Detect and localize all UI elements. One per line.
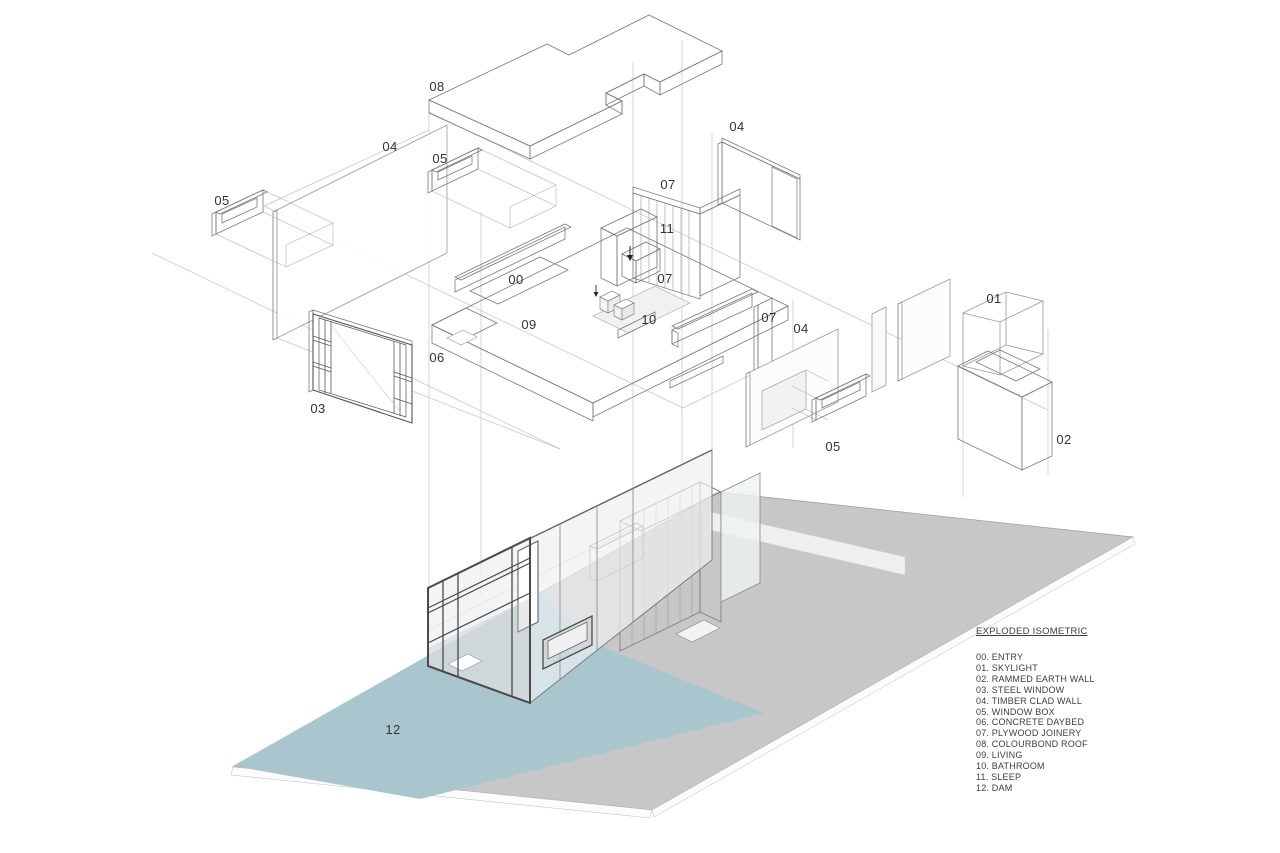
part-label-01-14: 01	[986, 291, 1001, 306]
window-box-05-right	[791, 373, 871, 423]
flow-arrow-icon	[593, 246, 633, 297]
assembled-house	[427, 449, 761, 705]
site-ground	[230, 491, 1136, 819]
timber-wall-04-upper-right	[717, 137, 801, 241]
timber-wall-04-left	[272, 124, 448, 341]
legend-item-03: 03. STEEL WINDOW	[976, 684, 1065, 695]
legend-item-02: 02. RAMMED EARTH WALL	[976, 673, 1095, 684]
part-label-02-17: 02	[1056, 432, 1071, 447]
legend-item-00: 00. ENTRY	[976, 652, 1024, 662]
plywood-bench-07	[669, 288, 759, 389]
part-label-04-5: 04	[729, 119, 744, 134]
legend-item-06: 06. CONCRETE DAYBED	[976, 717, 1085, 728]
part-label-12-18: 12	[385, 722, 400, 737]
house-glass-wall	[427, 449, 713, 704]
bathroom-10	[592, 241, 691, 339]
door-leaf	[771, 166, 798, 239]
part-label-10-10: 10	[641, 312, 656, 327]
legend-item-08: 08. COLOURBOND ROOF	[976, 739, 1088, 750]
window-box-05-upper	[427, 147, 557, 229]
part-label-06-11: 06	[429, 350, 444, 365]
part-label-03-15: 03	[310, 401, 325, 416]
part-label-05-3: 05	[214, 193, 229, 208]
part-label-09-9: 09	[521, 317, 536, 332]
part-label-11-6: 11	[660, 221, 674, 236]
window-box-05-left	[211, 189, 334, 268]
legend-item-05: 05. WINDOW BOX	[976, 706, 1055, 717]
part-label-05-2: 05	[432, 151, 447, 166]
house-steel-end	[427, 536, 531, 705]
part-label-07-8: 07	[657, 271, 672, 286]
part-label-07-12: 07	[761, 310, 776, 325]
legend-item-07: 07. PLYWOOD JOINERY	[976, 728, 1082, 739]
wardrobe-box	[600, 208, 658, 287]
legend-item-12: 12. DAM	[976, 782, 1013, 793]
skylight-01	[961, 291, 1045, 376]
legend-item-11: 11. SLEEP	[976, 771, 1022, 782]
fixture-box-2	[613, 298, 635, 321]
glass-panes	[871, 278, 951, 393]
legend-item-10: 10. BATHROOM	[976, 761, 1045, 772]
part-label-04-1: 04	[382, 139, 397, 154]
legend-item-01: 01. SKYLIGHT	[976, 662, 1038, 673]
rammed-earth-02	[957, 349, 1053, 471]
part-label-05-16: 05	[825, 439, 840, 454]
plywood-joinery-07-main	[632, 186, 741, 300]
steel-window-03	[308, 309, 413, 424]
part-label-00-7: 00	[508, 272, 523, 287]
part-label-08-0: 08	[429, 79, 444, 94]
dam-12	[233, 592, 764, 799]
legend-item-09: 09. LIVING	[976, 750, 1023, 761]
timber-wall-04-mid-right	[745, 328, 839, 448]
legend-item-04: 04. TIMBER CLAD WALL	[976, 695, 1083, 706]
number-labels: 08 04 05 05 07 04 11 00 07 09 10 06 07 04 01 03 05 02 12	[214, 79, 1071, 737]
entry-walkway-00	[469, 256, 569, 305]
roof-08	[428, 14, 723, 160]
part-label-07-4: 07	[660, 177, 675, 192]
part-label-04-13: 04	[793, 321, 808, 336]
entry-door	[517, 540, 539, 633]
legend-title: EXPLODED ISOMETRIC	[976, 626, 1088, 637]
floor-09	[431, 223, 789, 422]
